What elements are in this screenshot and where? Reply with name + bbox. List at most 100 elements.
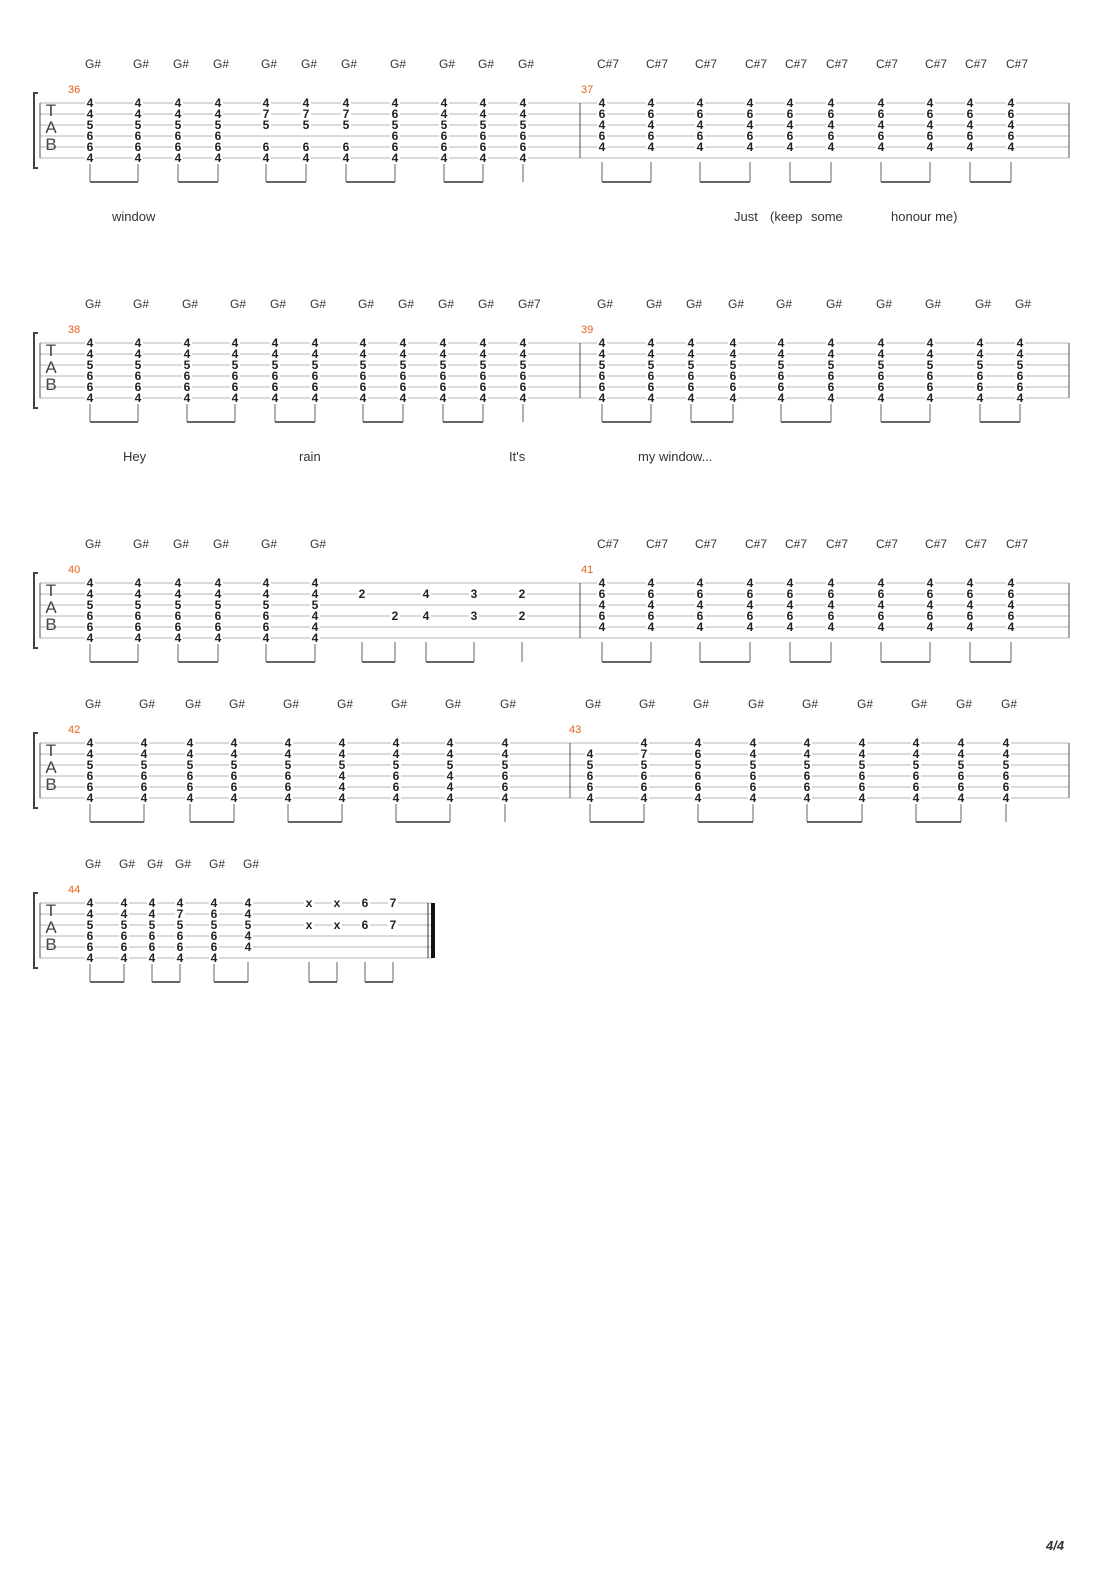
fret-background (229, 782, 239, 792)
chord-name: C#7 (745, 537, 768, 551)
fret-number: 4 (215, 587, 222, 601)
fret-number: 4 (480, 347, 487, 361)
fret-background (301, 98, 311, 108)
fret-number: 4 (135, 347, 142, 361)
fret-background (133, 131, 143, 141)
fret-number: 4 (135, 587, 142, 601)
fret-background (876, 589, 886, 599)
fret-background (310, 349, 320, 359)
fret-background (728, 371, 738, 381)
fret-number: 6 (285, 780, 292, 794)
chord-name: G# (139, 697, 156, 711)
fret-number: 4 (927, 140, 934, 154)
chord-name: G# (283, 697, 300, 711)
fret-number: 4 (787, 576, 794, 590)
fret-number: 6 (587, 780, 594, 794)
fret-background (310, 393, 320, 403)
fret-background (500, 782, 510, 792)
fret-number: 6 (87, 369, 94, 383)
fret-number: 4 (175, 151, 182, 165)
fret-number: x (334, 896, 341, 910)
fret-number: 6 (648, 380, 655, 394)
fret-background (133, 120, 143, 130)
fret-number: 6 (184, 369, 191, 383)
fret-background (119, 931, 129, 941)
fret-number: 4 (520, 347, 527, 361)
chord-name: G# (478, 57, 495, 71)
fret-number: 4 (272, 347, 279, 361)
fret-background (85, 738, 95, 748)
fret-number: 4 (231, 791, 238, 805)
fret-background (745, 622, 755, 632)
chord-name: G# (646, 297, 663, 311)
fret-background (826, 120, 836, 130)
fret-background (341, 109, 351, 119)
fret-background (1015, 349, 1025, 359)
fret-background (173, 622, 183, 632)
fret-number: 5 (447, 758, 454, 772)
fret-number: 4 (1008, 96, 1015, 110)
fret-number: 6 (263, 609, 270, 623)
fret-background (695, 578, 705, 588)
fret-number: 5 (87, 918, 94, 932)
fret-background (270, 382, 280, 392)
fret-background (876, 131, 886, 141)
fret-number: 4 (447, 747, 454, 761)
fret-number: 4 (1017, 391, 1024, 405)
fret-background (85, 338, 95, 348)
fret-number: 4 (87, 587, 94, 601)
fret-number: 6 (135, 380, 142, 394)
fret-background (518, 349, 528, 359)
fret-number: 4 (135, 107, 142, 121)
fret-number: 4 (927, 118, 934, 132)
fret-number: 6 (695, 769, 702, 783)
fret-background (585, 771, 595, 781)
fret-background (173, 142, 183, 152)
fret-background (597, 360, 607, 370)
fret-number: 6 (177, 940, 184, 954)
fret-background (876, 393, 886, 403)
chord-name: G# (802, 697, 819, 711)
system-bracket (33, 92, 38, 169)
fret-number: 4 (958, 791, 965, 805)
fret-background (341, 142, 351, 152)
fret-background (283, 738, 293, 748)
fret-background (925, 338, 935, 348)
fret-number: 4 (697, 118, 704, 132)
fret-background (182, 371, 192, 381)
fret-background (1006, 578, 1016, 588)
fret-number: 4 (520, 107, 527, 121)
fret-background (693, 760, 703, 770)
chord-name: G# (478, 297, 495, 311)
fret-number: 6 (697, 129, 704, 143)
fret-background (209, 931, 219, 941)
fret-number: 4 (87, 96, 94, 110)
fret-background (147, 920, 157, 930)
fret-number: 4 (648, 118, 655, 132)
fret-number: 6 (1008, 609, 1015, 623)
fret-background (1001, 738, 1011, 748)
fret-number: 4 (599, 140, 606, 154)
fret-background (261, 589, 271, 599)
fret-number: 4 (360, 347, 367, 361)
fret-background (876, 109, 886, 119)
fret-background (857, 793, 867, 803)
fret-number: 6 (599, 587, 606, 601)
fret-background (230, 393, 240, 403)
chord-name: G# (175, 857, 192, 871)
fret-background (421, 611, 431, 621)
fret-background (776, 371, 786, 381)
fret-number: 4 (272, 336, 279, 350)
fret-number: 6 (215, 620, 222, 634)
fret-background (173, 98, 183, 108)
lyric-word: Just (734, 209, 758, 224)
fret-number: 4 (878, 347, 885, 361)
system-bracket (33, 572, 38, 649)
fret-number: 4 (175, 576, 182, 590)
fret-background (925, 382, 935, 392)
fret-background (213, 109, 223, 119)
fret-background (639, 749, 649, 759)
fret-number: 6 (121, 929, 128, 943)
fret-number: 6 (1008, 107, 1015, 121)
tab-clef-letter: B (45, 135, 56, 154)
